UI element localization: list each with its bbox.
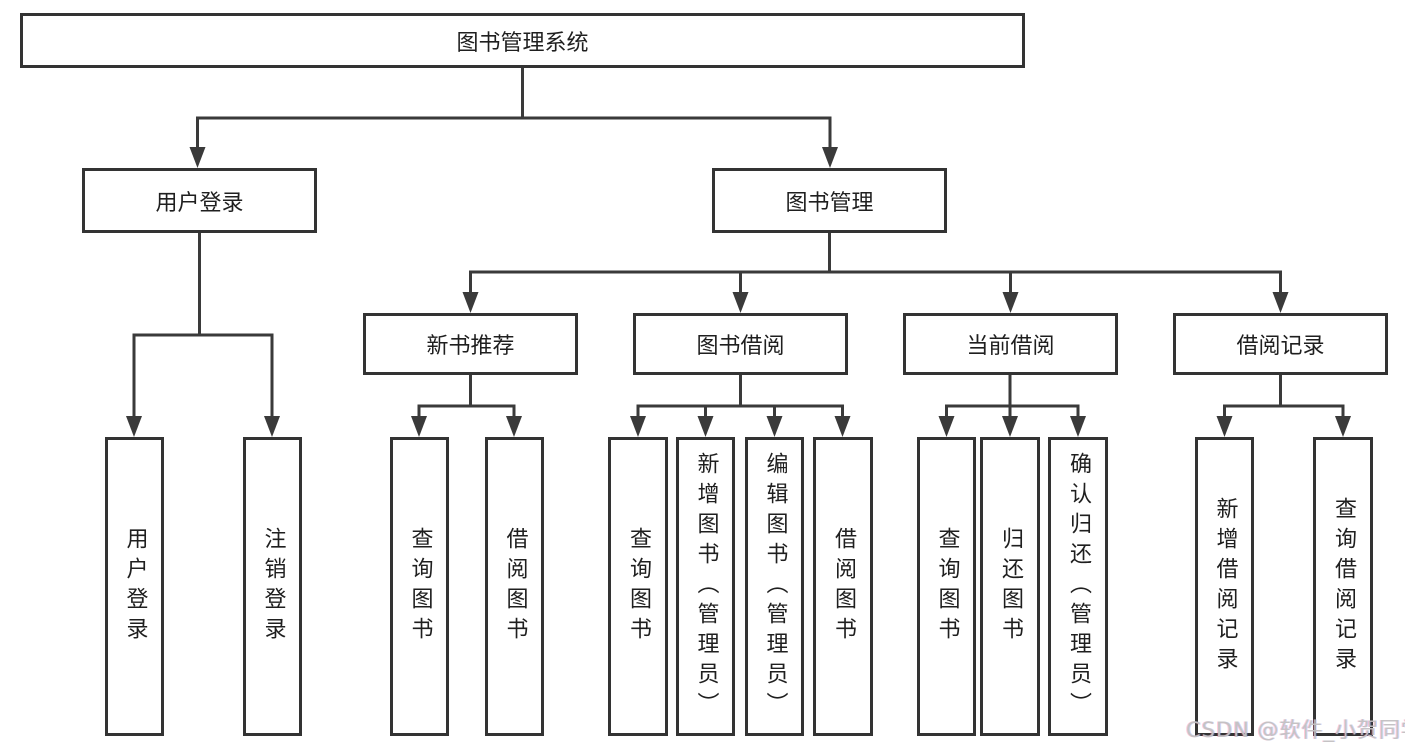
node-add-books-admin: 新增图书（管理员） [676,437,735,736]
node-borrow-books-recommend: 借阅图书 [485,437,544,736]
arrow-down-icon [834,416,851,437]
node-label: 新增图书（管理员） [693,451,719,722]
connector-new-book [417,375,516,420]
node-label: 借阅图书 [502,526,528,647]
node-book-borrowing: 图书借阅 [633,313,848,375]
arrow-down-icon [189,147,206,168]
connector-root [196,68,832,150]
node-label: 新增借阅记录 [1212,496,1238,677]
arrow-down-icon [1272,292,1289,313]
node-book-management: 图书管理 [712,168,947,233]
connector-book-management [469,233,1282,296]
node-label: 查询图书 [407,526,433,647]
node-query-borrow-record: 查询借阅记录 [1313,437,1373,736]
arrow-down-icon [697,416,714,437]
node-label: 确认归还（管理员） [1066,451,1091,722]
node-borrowing-records: 借阅记录 [1173,313,1388,375]
node-edit-books-admin: 编辑图书（管理员） [745,437,804,736]
node-library-management-system: 图书管理系统 [20,13,1025,68]
node-label: 查询图书 [626,526,651,647]
node-label: 查询图书 [934,526,960,647]
node-user-login-action: 用户登录 [105,437,164,736]
arrow-down-icon [822,147,838,168]
node-label: 借阅图书 [831,526,856,647]
arrow-down-icon [506,416,522,437]
node-query-books-borrowing: 查询图书 [608,437,668,736]
node-query-books-recommend: 查询图书 [390,437,449,736]
arrow-down-icon [264,416,280,437]
node-query-books-current: 查询图书 [917,437,976,736]
node-label: 编辑图书（管理员） [762,451,788,722]
arrow-down-icon [630,416,646,437]
arrow-down-icon [1216,416,1233,437]
node-label: 注销登录 [260,526,286,647]
node-confirm-return-admin: 确认归还（管理员） [1048,437,1108,736]
node-user-login: 用户登录 [82,168,317,233]
node-logout: 注销登录 [243,437,302,736]
node-return-books: 归还图书 [980,437,1040,736]
csdn-watermark: CSDN @软件_小贺同学 [1186,718,1405,742]
arrow-down-icon [1002,416,1018,437]
arrow-down-icon [126,416,142,437]
arrow-down-icon [1335,416,1351,437]
connector-user-login [132,233,274,420]
arrow-down-icon [462,292,479,313]
node-borrow-books-borrowing: 借阅图书 [813,437,873,736]
node-label: 查询借阅记录 [1331,496,1356,677]
arrow-down-icon [766,416,783,437]
connector-current-borrowing [945,375,1080,420]
arrow-down-icon [1070,416,1086,437]
node-new-book-recommendation: 新书推荐 [363,313,578,375]
arrow-down-icon [1002,292,1019,313]
node-label: 用户登录 [122,526,148,647]
node-current-borrowing: 当前借阅 [903,313,1118,375]
connector-book-borrowing [636,375,844,420]
connector-borrowing-records [1223,375,1345,420]
arrow-down-icon [732,292,749,313]
node-label: 归还图书 [998,526,1023,647]
node-add-borrow-record: 新增借阅记录 [1195,437,1254,736]
arrow-down-icon [411,416,427,437]
arrow-down-icon [938,416,955,437]
